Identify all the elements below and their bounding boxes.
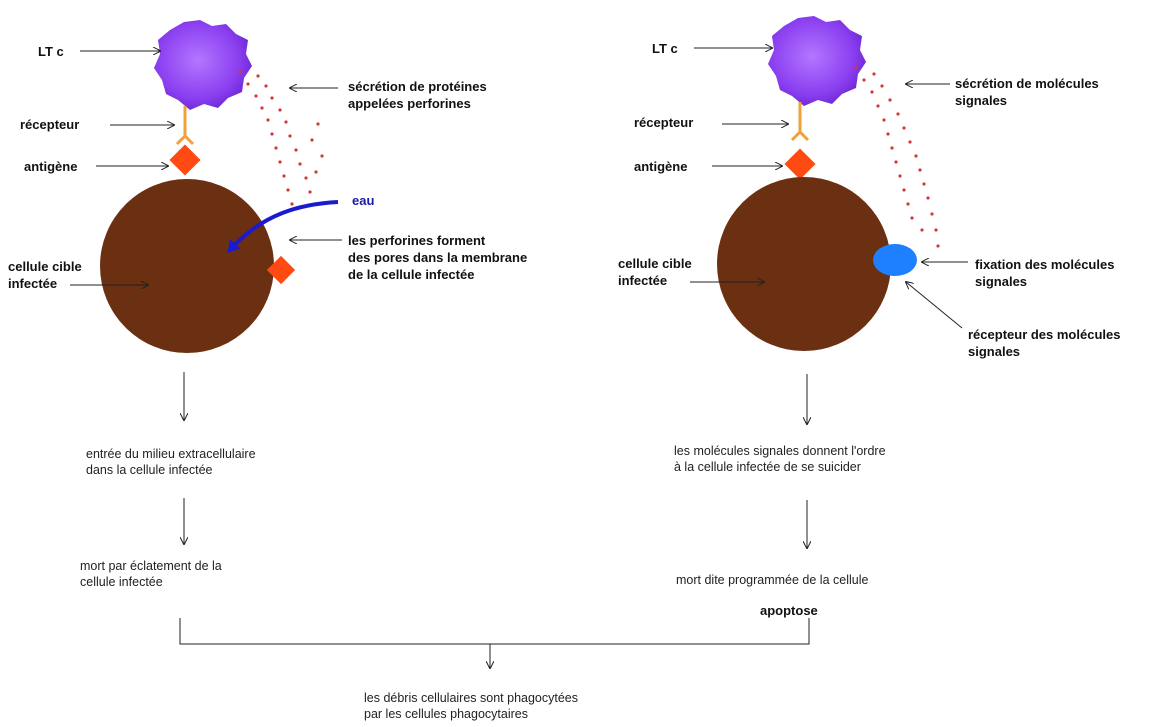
right-ltc-label: LT c (652, 41, 678, 56)
right-fixation-label: fixation des molécules signales (975, 257, 1115, 289)
left-perforin-pore (266, 255, 296, 285)
right-secretion-label: sécrétion de molécules signales (955, 76, 1099, 108)
merge-bracket (179, 618, 810, 668)
left-recepteur-label: récepteur (20, 117, 80, 132)
right-target-cell (717, 177, 891, 351)
left-water-arrow (227, 200, 339, 253)
left-perforin-dots (238, 70, 324, 206)
right-ltc-cell (768, 16, 866, 106)
right-signal-dots (854, 66, 940, 248)
left-secretion-label: sécrétion de protéines appelées perforin… (348, 79, 487, 111)
left-eau-label: eau (352, 193, 375, 208)
final-conclusion-text: les débris cellulaires sont phagocytées … (364, 691, 579, 721)
right-signal-receptor (873, 244, 917, 276)
left-ltc-label: LT c (38, 44, 64, 59)
right-receptor-molecules-label: récepteur des molécules signales (968, 327, 1121, 359)
left-cellule-label: cellule cible infectée (8, 259, 82, 291)
left-antigen (169, 144, 201, 176)
left-step1-text: entrée du milieu extracellulaire dans la… (86, 447, 256, 477)
left-step2-text: mort par éclatement de la cellule infect… (80, 559, 222, 589)
right-panel (690, 16, 968, 548)
right-receptor-molecule-arrow (906, 282, 963, 329)
right-step2-text: mort dite programmée de la cellule (676, 573, 869, 587)
right-step1-text: les molécules signales donnent l'ordre à… (674, 444, 886, 474)
right-antigene-label: antigène (634, 159, 688, 174)
left-target-cell (100, 179, 274, 353)
right-cellule-label: cellule cible infectée (618, 256, 692, 288)
left-antigene-label: antigène (24, 159, 78, 174)
left-panel (70, 20, 342, 544)
right-antigen (784, 148, 816, 180)
left-pores-label: les perforines forment des pores dans la… (348, 233, 528, 282)
left-receptor-fork (175, 133, 195, 146)
right-recepteur-label: récepteur (634, 115, 694, 130)
left-ltc-cell (154, 20, 252, 110)
right-receptor-fork (790, 129, 810, 142)
right-apoptose-label: apoptose (760, 603, 818, 618)
